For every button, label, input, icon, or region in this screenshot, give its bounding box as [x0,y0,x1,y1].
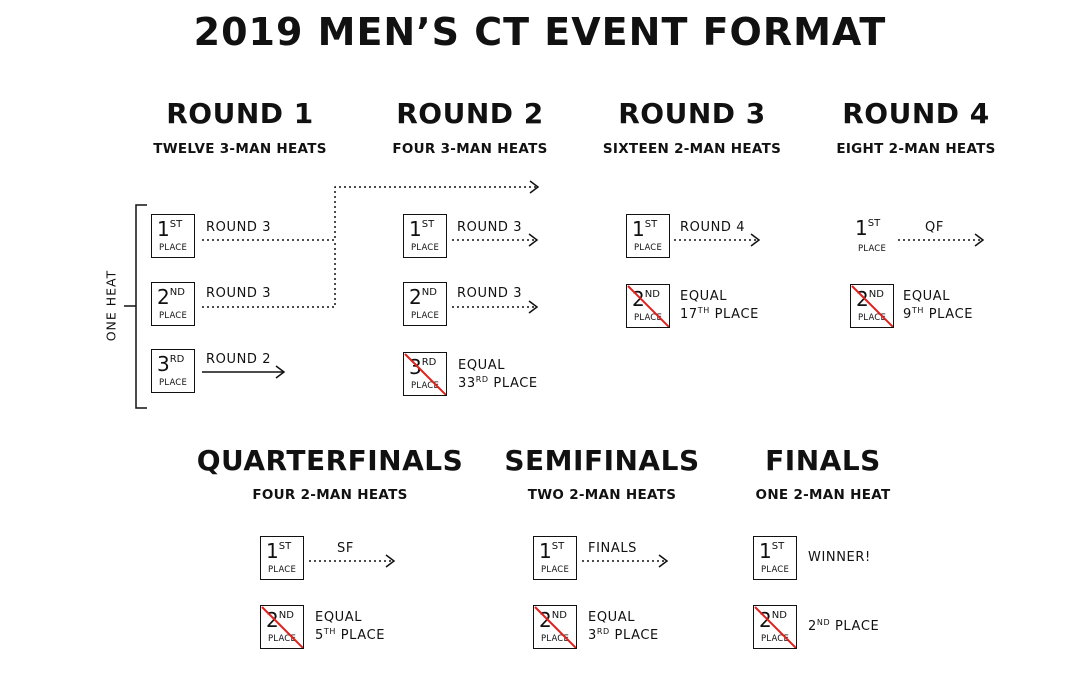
eliminated-slash [851,285,893,327]
r2-third-result-line2: 33RD PLACE [458,375,538,391]
r4-first-destination: QF [925,220,944,235]
place-text: PLACE [633,313,663,323]
qf-second-place-box-eliminated: 2ND PLACE [260,605,304,649]
place-number: 1ST [157,217,183,241]
qf-second-result-line2: 5TH PLACE [315,627,386,643]
qf-second-result-line1: EQUAL [315,610,363,625]
place-text: PLACE [410,381,440,391]
qf-first-destination: SF [337,541,354,556]
final-second-place-box-eliminated: 2ND PLACE [753,605,797,649]
r1-third-place-box: 3RD PLACE [151,349,195,393]
r2-first-destination: ROUND 3 [457,220,523,235]
r2-third-result-line1: EQUAL [458,358,506,373]
place-number: 2ND [157,285,185,309]
r4-first-arrowhead [974,233,985,247]
place-number: 1ST [266,539,292,563]
round-4-title: ROUND 4 [842,97,990,130]
r3-second-result-line1: EQUAL [680,289,728,304]
sf-second-result-line2: 3RD PLACE [588,627,659,643]
semifinals-title: SEMIFINALS [504,444,700,477]
place-text: PLACE [267,565,297,575]
r4-second-result-line2: 9TH PLACE [903,306,974,322]
r1-first-place-box: 1ST PLACE [151,214,195,258]
qf-first-arrowhead [385,554,396,568]
place-text: PLACE [760,634,790,644]
eliminated-slash [404,353,446,395]
place-text: PLACE [857,313,887,323]
sf-first-destination: FINALS [588,541,638,556]
sf-second-place-box-eliminated: 2ND PLACE [533,605,577,649]
round-3-title: ROUND 3 [618,97,766,130]
r2-first-arrowhead [528,233,539,247]
r3-first-arrowhead [750,233,761,247]
place-text: PLACE [410,243,440,253]
page-title: 2019 MEN’S CT EVENT FORMAT [193,10,887,54]
quarterfinals-subtitle: FOUR 2-MAN HEATS [252,487,408,503]
sf-first-place-box: 1ST PLACE [533,536,577,580]
place-number: 1ST [409,217,435,241]
r3-second-result-line2: 17TH PLACE [680,306,759,322]
place-text: PLACE [410,311,440,321]
r3-first-destination: ROUND 4 [680,220,746,235]
place-text: PLACE [633,243,663,253]
r4-second-place-box-eliminated: 2ND PLACE [850,284,894,328]
place-text: PLACE [540,634,570,644]
r4-first-place-label: 1ST PLACE [850,214,894,258]
place-text: PLACE [267,634,297,644]
r1-first-destination: ROUND 3 [206,220,272,235]
round-1-subtitle: TWELVE 3-MAN HEATS [153,141,327,157]
place-number: 1ST [855,216,881,240]
final-winner-label: WINNER! [808,550,871,565]
one-heat-bracket [135,204,147,409]
r2-second-arrowhead [528,300,539,314]
r2-second-destination: ROUND 3 [457,286,523,301]
place-number: 2ND [409,285,437,309]
one-heat-label: ONE HEAT [103,269,119,342]
eliminated-slash [754,606,796,648]
sf-second-result-line1: EQUAL [588,610,636,625]
r4-second-result-line1: EQUAL [903,289,951,304]
place-number: 1ST [759,539,785,563]
quarterfinals-title: QUARTERFINALS [196,444,464,477]
final-first-place-box: 1ST PLACE [753,536,797,580]
r1-second-destination: ROUND 3 [206,286,272,301]
place-text: PLACE [857,244,887,254]
round-2-subtitle: FOUR 3-MAN HEATS [392,141,548,157]
finals-title: FINALS [765,444,881,477]
eliminated-slash [534,606,576,648]
r1-first-line [202,186,538,241]
r2-first-place-box: 1ST PLACE [403,214,447,258]
place-text: PLACE [158,243,188,253]
round-4-subtitle: EIGHT 2-MAN HEATS [836,141,996,157]
r3-first-place-box: 1ST PLACE [626,214,670,258]
place-number: 1ST [632,217,658,241]
place-number: 3RD [157,352,185,376]
eliminated-slash [627,285,669,327]
r2-second-place-box: 2ND PLACE [403,282,447,326]
place-text: PLACE [158,378,188,388]
r1-second-place-box: 2ND PLACE [151,282,195,326]
r1-first-arrowhead [529,180,540,194]
round-3-subtitle: SIXTEEN 2-MAN HEATS [602,141,782,157]
qf-first-place-box: 1ST PLACE [260,536,304,580]
place-number: 1ST [539,539,565,563]
place-text: PLACE [540,565,570,575]
r1-third-arrowhead [275,365,286,379]
finals-subtitle: ONE 2-MAN HEAT [755,487,891,503]
sf-first-arrowhead [658,554,669,568]
round-1-title: ROUND 1 [166,97,314,130]
place-text: PLACE [158,311,188,321]
semifinals-subtitle: TWO 2-MAN HEATS [527,487,677,503]
r1-third-destination: ROUND 2 [206,352,272,367]
round-2-title: ROUND 2 [396,97,544,130]
final-second-result: 2ND PLACE [808,618,880,634]
r3-second-place-box-eliminated: 2ND PLACE [626,284,670,328]
place-text: PLACE [760,565,790,575]
eliminated-slash [261,606,303,648]
r2-third-place-box-eliminated: 3RD PLACE [403,352,447,396]
